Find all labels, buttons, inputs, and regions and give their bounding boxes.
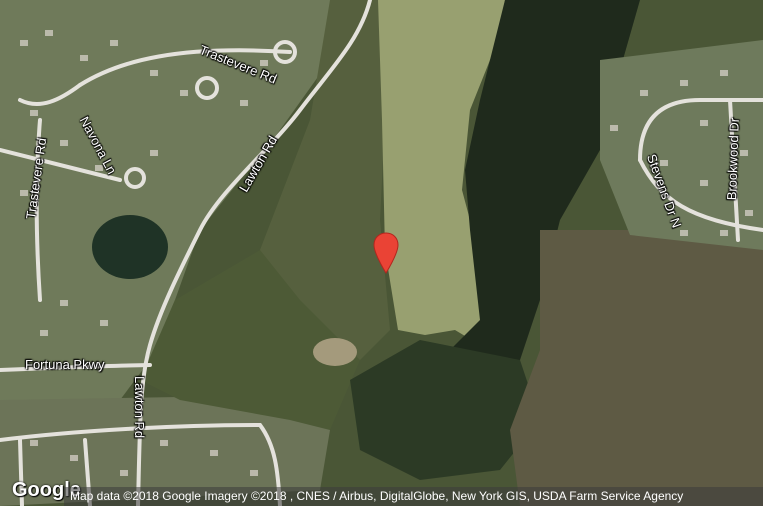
google-logo[interactable]: Google xyxy=(12,479,81,501)
road-label-lawton-rd-lower: Lawton Rd xyxy=(132,376,147,439)
location-pin-icon[interactable] xyxy=(373,232,399,274)
road-label-brookwood-dr: Brookwood Dr xyxy=(724,117,742,201)
map-attribution: Map data ©2018 Google Imagery ©2018 , CN… xyxy=(64,487,763,506)
road-label-fortuna-pkwy: Fortuna Pkwy xyxy=(25,357,105,372)
